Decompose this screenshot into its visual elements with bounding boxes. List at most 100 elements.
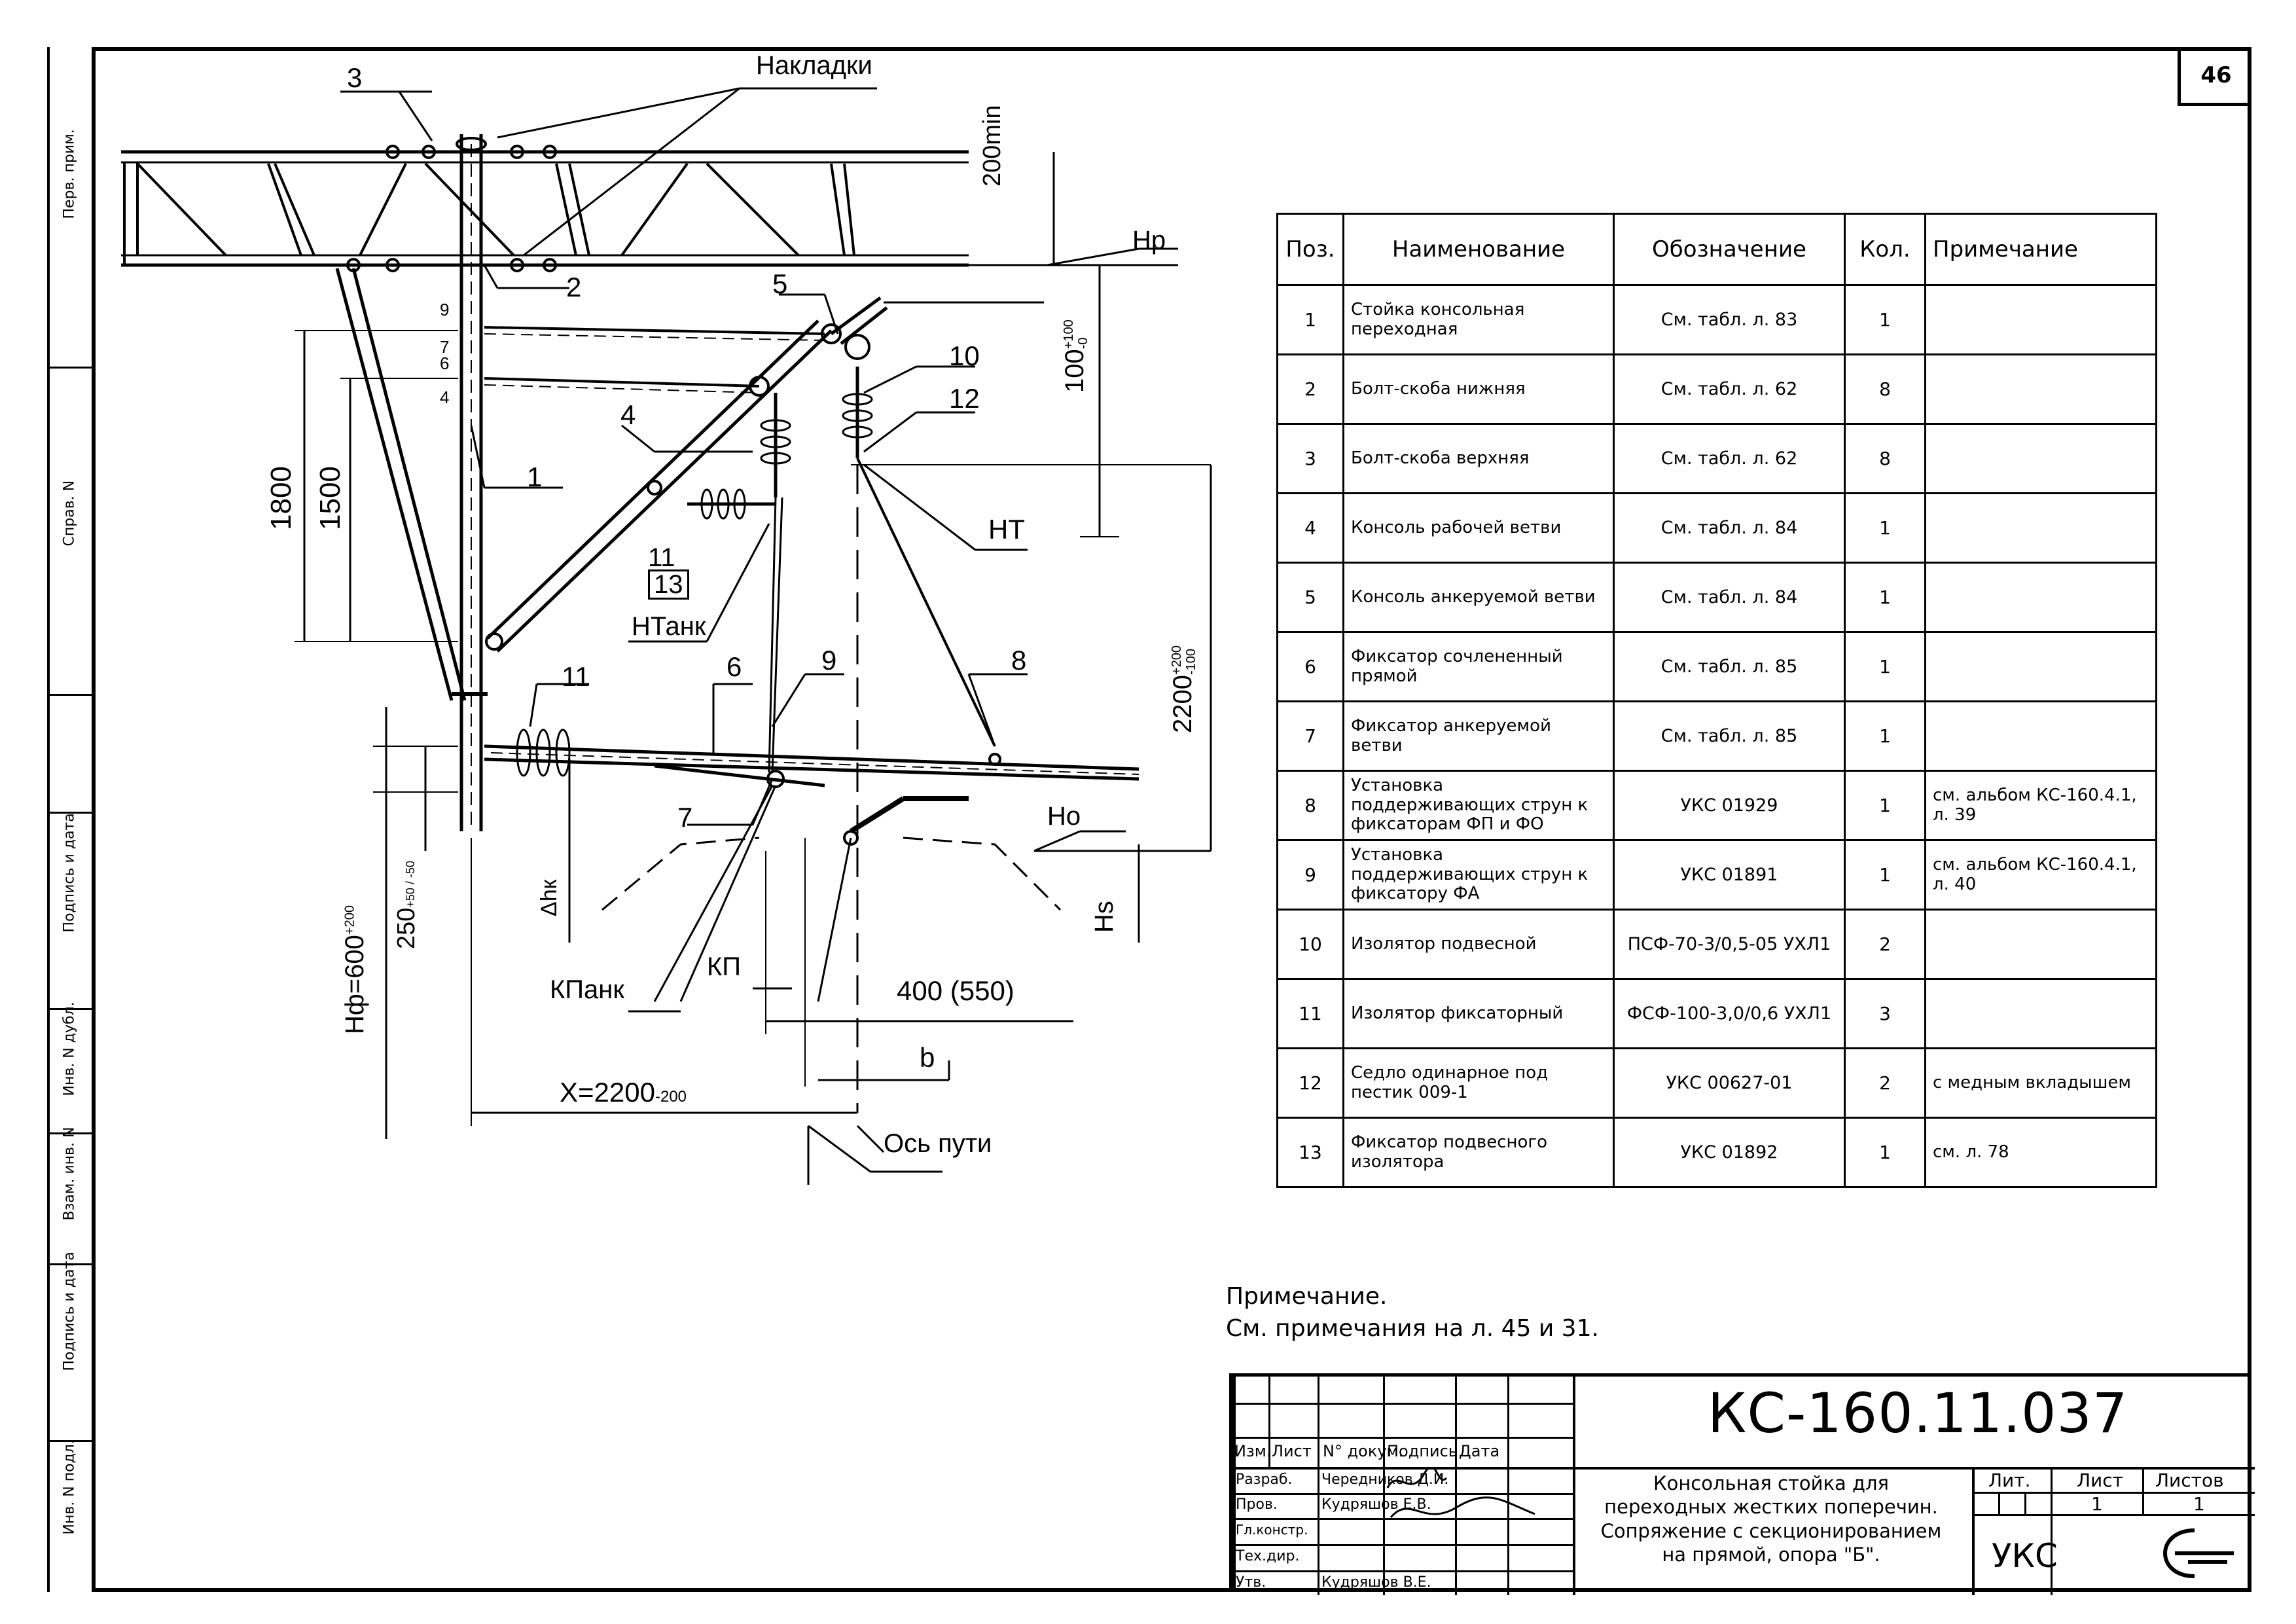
spec-cell-pos: 6 bbox=[1276, 631, 1344, 702]
tb-listov-label: Листов bbox=[2155, 1470, 2224, 1491]
signatures bbox=[1386, 1468, 1535, 1518]
label-kpank: КПанк bbox=[550, 975, 624, 1004]
dim-1500: 1500 bbox=[314, 466, 346, 530]
tb-col-sign: Подпись bbox=[1387, 1442, 1458, 1460]
strip-divider bbox=[47, 1132, 93, 1134]
tb-list-label: Лист bbox=[2077, 1470, 2123, 1491]
spec-cell-note bbox=[1924, 562, 2157, 633]
label-hr: Нр bbox=[1132, 226, 1166, 255]
dim-delta-hk: Δhк bbox=[537, 879, 562, 917]
spec-cell-name: Изолятор фиксаторный bbox=[1342, 978, 1615, 1049]
label-pos11a: 11 bbox=[648, 543, 675, 572]
label-ho: Но bbox=[1047, 802, 1081, 831]
tb-name: Кудряшов В.Е. bbox=[1321, 1574, 1431, 1591]
sheet-number: 46 bbox=[2178, 47, 2251, 106]
label-nakladki: Накладки bbox=[756, 51, 872, 80]
dim-100-tol-up: +100 bbox=[1062, 319, 1077, 350]
spec-cell-note: см. альбом КС-160.4.1, л. 40 bbox=[1924, 839, 2157, 911]
spec-cell-designation: См. табл. л. 84 bbox=[1613, 562, 1846, 633]
tb-lit-label: Лит. bbox=[1988, 1470, 2031, 1491]
desc-line: Сопряжение с секционированием bbox=[1600, 1519, 1942, 1542]
dim-hf: Hф=600+200 bbox=[340, 905, 370, 1034]
spec-cell-designation: См. табл. л. 85 bbox=[1613, 700, 1846, 772]
spec-cell-qty: 1 bbox=[1844, 700, 1926, 772]
spec-cell-name: Болт-скоба нижняя bbox=[1342, 353, 1615, 425]
dim-x-value: X=2200 bbox=[560, 1077, 655, 1108]
spec-cell-note bbox=[1924, 492, 2157, 564]
spec-cell-name: Консоль рабочей ветви bbox=[1342, 492, 1615, 564]
spec-cell-pos: 3 bbox=[1276, 423, 1344, 494]
spec-cell-name: Стойка консольная переходная bbox=[1342, 284, 1615, 355]
spec-cell-pos: 2 bbox=[1276, 353, 1344, 425]
spec-cell-designation: УКС 01891 bbox=[1613, 839, 1846, 911]
left-binding-strip bbox=[47, 47, 93, 1592]
label-pos7: 7 bbox=[677, 802, 693, 833]
dim-hs: Hs bbox=[1090, 901, 1119, 933]
spec-cell-pos: 9 bbox=[1276, 839, 1344, 911]
spec-cell-note: см. л. 78 bbox=[1924, 1117, 2157, 1188]
dim-400-550: 400 (550) bbox=[897, 975, 1014, 1006]
spec-cell-name: Седло одинарное под пестик 009-1 bbox=[1342, 1047, 1615, 1119]
dim-100-value: 100 bbox=[1060, 349, 1089, 393]
dim-200min: 200min bbox=[978, 105, 1006, 187]
spec-cell-pos: 4 bbox=[1276, 492, 1344, 564]
stand-mark-7: 7 bbox=[440, 337, 450, 357]
spec-cell-designation: ФСФ-100-3,0/0,6 УХЛ1 bbox=[1613, 978, 1846, 1049]
spec-cell-note bbox=[1924, 631, 2157, 702]
spec-cell-name: Фиксатор подвесного изолятора bbox=[1342, 1117, 1615, 1188]
dim-100: 100+100-0 bbox=[1060, 319, 1090, 393]
strip-divider bbox=[47, 694, 93, 696]
console-drawing bbox=[121, 87, 1212, 1185]
label-pos2: 2 bbox=[566, 272, 582, 302]
desc-line: Консольная стойка для bbox=[1653, 1472, 1889, 1494]
label-pos3: 3 bbox=[347, 62, 363, 93]
spec-cell-designation: См. табл. л. 83 bbox=[1613, 284, 1846, 355]
dim-2200-vertical: 2200+200-100 bbox=[1168, 645, 1198, 733]
spec-cell-designation: См. табл. л. 85 bbox=[1613, 631, 1846, 702]
dim-250-tol: +50 / -50 bbox=[404, 861, 417, 908]
tb-col-date: Дата bbox=[1459, 1442, 1500, 1460]
dim-1800: 1800 bbox=[265, 466, 297, 530]
spec-cell-name: Установка поддерживающих струн к фиксато… bbox=[1342, 770, 1615, 841]
spec-cell-qty: 1 bbox=[1844, 770, 1926, 841]
stand-mark-4: 4 bbox=[440, 388, 450, 407]
spec-cell-qty: 1 bbox=[1844, 562, 1926, 633]
dim-250-value: 250 bbox=[393, 907, 420, 949]
label-pos13: 13 bbox=[648, 569, 689, 600]
spec-cell-designation: УКС 01929 bbox=[1613, 770, 1846, 841]
strip-divider bbox=[47, 812, 93, 814]
label-pos1: 1 bbox=[527, 461, 543, 492]
spec-cell-note bbox=[1924, 353, 2157, 425]
spec-cell-pos: 11 bbox=[1276, 978, 1344, 1049]
dim-2200-tol-dn: -100 bbox=[1184, 648, 1199, 676]
desc-line: на прямой, опора "Б". bbox=[1662, 1543, 1880, 1566]
spec-cell-qty: 2 bbox=[1844, 909, 1926, 980]
tb-role: Разраб. bbox=[1236, 1471, 1293, 1488]
spec-cell-designation: УКС 01892 bbox=[1613, 1117, 1846, 1188]
label-pos10: 10 bbox=[949, 340, 980, 371]
spec-cell-name: Фиксатор сочлененный прямой bbox=[1342, 631, 1615, 702]
strip-label: Инв. N подл. bbox=[61, 1439, 78, 1535]
spec-cell-qty: 8 bbox=[1844, 353, 1926, 425]
spec-cell-pos: 10 bbox=[1276, 909, 1344, 980]
spec-cell-qty: 1 bbox=[1844, 492, 1926, 564]
spec-cell-qty: 2 bbox=[1844, 1047, 1926, 1119]
label-os-puti: Ось пути bbox=[884, 1129, 992, 1158]
spec-cell-qty: 1 bbox=[1844, 1117, 1926, 1188]
label-pos5: 5 bbox=[772, 268, 788, 299]
strip-divider bbox=[47, 1440, 93, 1442]
label-ht: НТ bbox=[988, 514, 1025, 545]
label-kp: КП bbox=[707, 952, 742, 981]
spec-cell-note bbox=[1924, 423, 2157, 494]
sheet-number-value: 46 bbox=[2200, 62, 2232, 88]
spec-header-name: Наименование bbox=[1342, 213, 1615, 286]
label-b: b bbox=[920, 1042, 935, 1073]
label-pos6: 6 bbox=[726, 651, 742, 682]
stand-mark-9: 9 bbox=[440, 300, 450, 319]
